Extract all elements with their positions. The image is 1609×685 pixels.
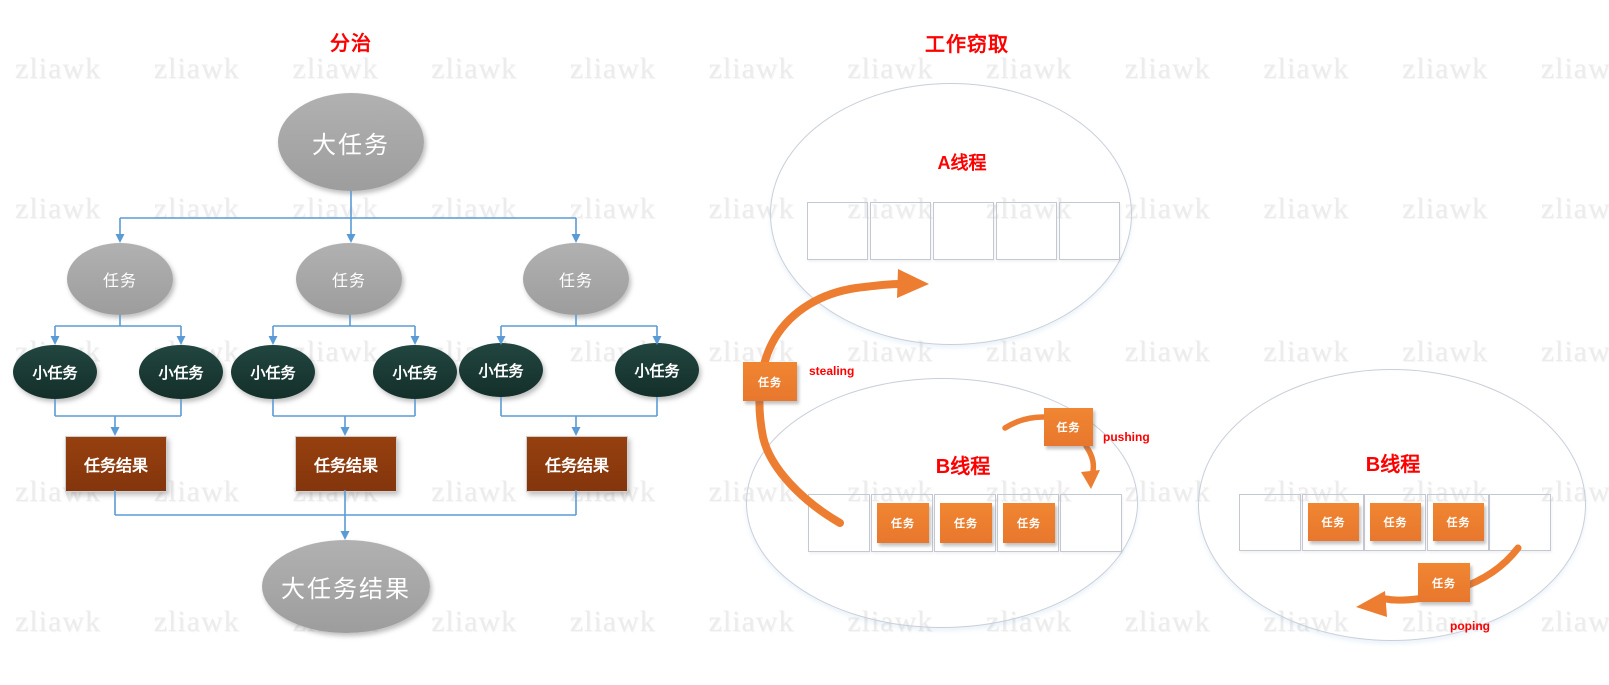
watermark-text: zliawk (292, 52, 379, 85)
thread-a-slot-2 (870, 202, 931, 260)
watermark-text: zliawk (15, 52, 101, 85)
watermark-text: zliawk (1402, 52, 1488, 85)
task-result-box-2: 任务结果 (295, 436, 397, 492)
thread-a-label: A线程 (937, 153, 987, 173)
watermark-text: zliawk (1402, 192, 1488, 225)
thread-a-slot-1 (807, 202, 868, 260)
small-task-ellipse-4: 小任务 (373, 345, 457, 399)
blue-arrowheads (50, 234, 662, 540)
pushing-task-chip: 任务 (1044, 408, 1093, 446)
watermark-text: zliawk (847, 52, 934, 85)
watermark-text: zliawk (985, 335, 1072, 368)
push-arrow-tail-path (1002, 414, 1046, 431)
thread-b1-slot-4 (997, 494, 1059, 552)
watermark-text: zliawk (153, 605, 240, 638)
task-ellipse-2: 任务 (296, 243, 402, 315)
orange-arrowheads (897, 269, 1387, 617)
thread-b1-slot-3 (934, 494, 996, 552)
watermark-text: zliawk (15, 605, 101, 638)
task-chip: 任务 (877, 503, 929, 543)
thread-b2-slot-1 (1239, 494, 1301, 551)
watermark-text: zliawk (569, 192, 656, 225)
work-stealing-title: 工作窃取 (925, 34, 1009, 56)
thread-b1-ellipse (746, 378, 1138, 628)
watermark-text: zliawk (153, 52, 240, 85)
thread-b1-label: B线程 (935, 456, 991, 478)
push-arrow-path (1083, 443, 1097, 478)
stealing-task-chip: 任务 (743, 362, 797, 401)
task-chip: 任务 (940, 503, 992, 543)
task-chip: 任务 (1308, 503, 1359, 541)
small-task-ellipse-1: 小任务 (13, 345, 97, 399)
watermark-text: zliawk (292, 192, 379, 225)
task-ellipse-1: 任务 (67, 243, 173, 315)
thread-a-ellipse (770, 83, 1132, 345)
poping-task-chip: 任务 (1418, 563, 1470, 602)
watermark-text: zliawk (431, 192, 518, 225)
watermark-text: zliawk (1263, 52, 1350, 85)
thread-b1-slot-1 (808, 494, 870, 552)
poping-label: poping (1450, 619, 1490, 633)
thread-a-slot-3 (933, 202, 994, 260)
watermark-text: zliawk (1540, 52, 1609, 85)
watermark-text: zliawk (431, 52, 518, 85)
watermark-text: zliawk (15, 192, 101, 225)
thread-b2-label: B线程 (1365, 454, 1421, 476)
divide-conquer-title: 分治 (330, 33, 372, 55)
watermark-text: zliawk (1540, 335, 1609, 368)
watermark-text: zliawk (431, 605, 518, 638)
task-ellipse-3: 任务 (523, 243, 629, 315)
watermark-text: zliawk (431, 475, 518, 508)
big-task-ellipse: 大任务 (278, 93, 424, 191)
small-task-ellipse-6: 小任务 (615, 343, 699, 397)
blue-connector-lines (54, 191, 658, 534)
small-task-ellipse-5: 小任务 (459, 343, 543, 397)
watermark-text: zliawk (1540, 605, 1609, 638)
pop-arrowhead (1356, 591, 1387, 617)
task-result-box-3: 任务结果 (526, 436, 628, 492)
watermark-text: zliawk (1263, 335, 1350, 368)
task-chip: 任务 (1433, 503, 1484, 541)
big-task-result-ellipse: 大任务结果 (262, 540, 430, 633)
thread-b2-slot-2 (1302, 494, 1364, 551)
watermark-text: zliawk (153, 475, 240, 508)
watermark-text: zliawk (1124, 605, 1211, 638)
watermark-text: zliawk (1124, 335, 1211, 368)
watermark-text: zliawk (569, 605, 656, 638)
task-chip: 任务 (1370, 503, 1421, 541)
task-chip: 任务 (1003, 503, 1055, 543)
watermark-text: zliawk (1124, 192, 1211, 225)
thread-a-slot-4 (996, 202, 1057, 260)
thread-b1-slot-2 (871, 494, 933, 552)
watermark-text: zliawk (708, 52, 795, 85)
task-result-box-1: 任务结果 (65, 436, 167, 492)
small-task-ellipse-2: 小任务 (139, 345, 223, 399)
watermark-text: zliawk (1263, 192, 1350, 225)
watermark-text: zliawk (1124, 52, 1211, 85)
thread-b2-slot-4 (1427, 494, 1489, 551)
watermark-text: zliawk (153, 192, 240, 225)
thread-b2-ellipse (1198, 369, 1586, 641)
watermark-text: zliawk (1540, 192, 1609, 225)
watermark-text: zliawk (569, 52, 656, 85)
thread-b1-slot-5 (1060, 494, 1122, 552)
thread-b2-slot-3 (1364, 494, 1426, 551)
watermark-text: zliawk (1124, 475, 1211, 508)
watermark-text: zliawk (1402, 335, 1488, 368)
stealing-label: stealing (809, 364, 855, 378)
watermark-text: zliawk (985, 52, 1072, 85)
pushing-label: pushing (1103, 430, 1150, 444)
push-arrowhead (1081, 470, 1100, 489)
steal-arrowhead (897, 269, 929, 298)
thread-a-slot-5 (1059, 202, 1120, 260)
small-task-ellipse-3: 小任务 (231, 345, 315, 399)
watermark-text: zliawk (708, 605, 795, 638)
steal-arrow-path (755, 280, 903, 527)
